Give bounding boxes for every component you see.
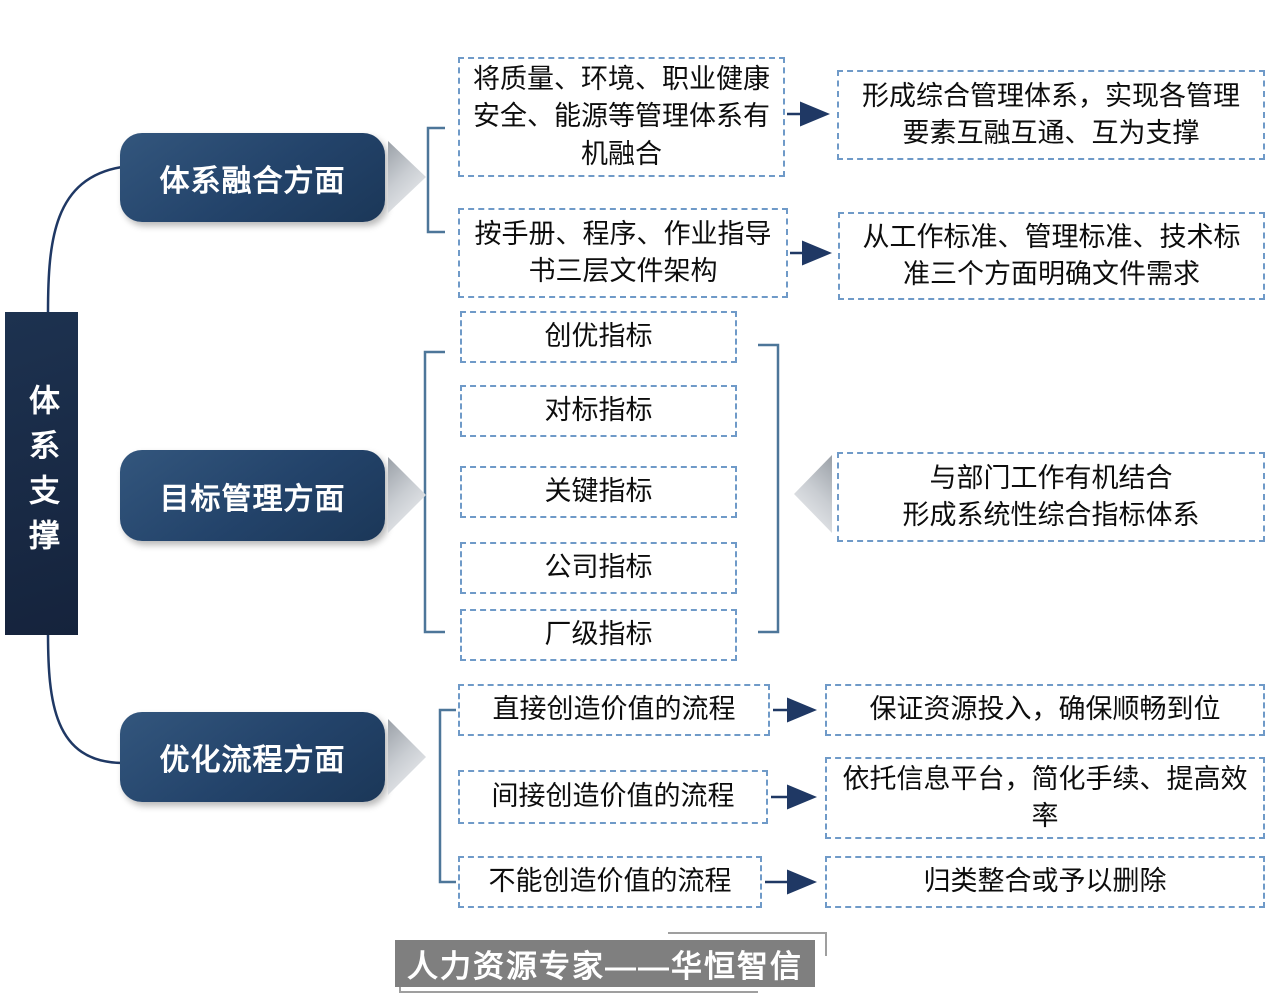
section3-row1-left-text: 直接创造价值的流程 <box>492 694 736 725</box>
indicator-label: 公司指标 <box>544 552 653 583</box>
indicator-box-2: 对标指标 <box>460 385 737 437</box>
section3-row3-left-text: 不能创造价值的流程 <box>488 866 732 897</box>
section2-title-pill: 目标管理方面 <box>120 450 385 541</box>
indicator-box-4: 公司指标 <box>460 542 737 594</box>
root-pillar-label: 体系支撑 <box>24 383 59 564</box>
indicator-label: 厂级指标 <box>544 619 653 650</box>
indicator-label: 关键指标 <box>544 476 653 507</box>
section1-row1-left-text: 将质量、环境、职业健康安全、能源等管理体系有机融合 <box>473 64 770 169</box>
section3-row2-right-text: 依托信息平台，简化手续、提高效率 <box>842 763 1248 831</box>
section3-row1-right-text: 保证资源投入，确保顺畅到位 <box>869 694 1221 725</box>
indicator-label: 对标指标 <box>544 395 653 426</box>
section3-row3-right-text: 归类整合或予以删除 <box>923 866 1167 897</box>
bracket-section3 <box>438 708 456 884</box>
bracket-indicators-right <box>758 343 780 634</box>
section3-row3-left-box: 不能创造价值的流程 <box>458 856 762 908</box>
section1-row2-left-box: 按手册、程序、作业指导书三层文件架构 <box>458 208 788 298</box>
chevron-right-icon <box>388 457 426 533</box>
chevron-right-icon <box>388 141 426 213</box>
section1-row2-left-text: 按手册、程序、作业指导书三层文件架构 <box>474 218 772 286</box>
root-pillar: 体系支撑 <box>5 312 78 635</box>
section3-row1-left-box: 直接创造价值的流程 <box>458 684 770 736</box>
section1-row1-left-box: 将质量、环境、职业健康安全、能源等管理体系有机融合 <box>458 57 785 177</box>
indicator-label: 创优指标 <box>544 321 653 352</box>
section3-row2-left-box: 间接创造价值的流程 <box>458 770 768 824</box>
bracket-indicators-left <box>423 350 445 634</box>
connector-curve-top <box>46 165 123 314</box>
connector-curve-bottom <box>46 631 123 765</box>
section1-row2-right-box: 从工作标准、管理标准、技术标准三个方面明确文件需求 <box>838 212 1265 300</box>
section3-row2-left-text: 间接创造价值的流程 <box>491 781 735 812</box>
section1-row1-right-box: 形成综合管理体系，实现各管理要素互融互通、互为支撑 <box>837 70 1265 160</box>
bracket-section1 <box>426 126 445 234</box>
section2-result-line2: 形成系统性综合指标体系 <box>902 500 1200 530</box>
section3-row3-right-box: 归类整合或予以删除 <box>825 856 1265 908</box>
chevron-right-icon <box>388 719 426 795</box>
section2-result-box: 与部门工作有机结合 形成系统性综合指标体系 <box>837 452 1265 542</box>
section1-title-pill: 体系融合方面 <box>120 133 385 222</box>
section3-row2-right-box: 依托信息平台，简化手续、提高效率 <box>825 757 1265 839</box>
chevron-left-icon <box>794 455 832 533</box>
section1-row2-right-text: 从工作标准、管理标准、技术标准三个方面明确文件需求 <box>862 221 1241 289</box>
footer-banner: 人力资源专家——华恒智信 <box>395 940 815 987</box>
footer-banner-text: 人力资源专家——华恒智信 <box>407 949 803 984</box>
section3-title: 优化流程方面 <box>159 744 346 777</box>
section1-title: 体系融合方面 <box>159 164 346 198</box>
section1-row1-right-text: 形成综合管理体系，实现各管理要素互融互通、互为支撑 <box>862 80 1240 148</box>
section3-title-pill: 优化流程方面 <box>120 712 385 802</box>
section3-row1-right-box: 保证资源投入，确保顺畅到位 <box>825 684 1265 736</box>
indicator-box-5: 厂级指标 <box>460 609 737 661</box>
section2-title: 目标管理方面 <box>159 482 346 516</box>
section2-result-line1: 与部门工作有机结合 <box>929 462 1173 493</box>
indicator-box-1: 创优指标 <box>460 311 737 363</box>
indicator-box-3: 关键指标 <box>460 466 737 518</box>
